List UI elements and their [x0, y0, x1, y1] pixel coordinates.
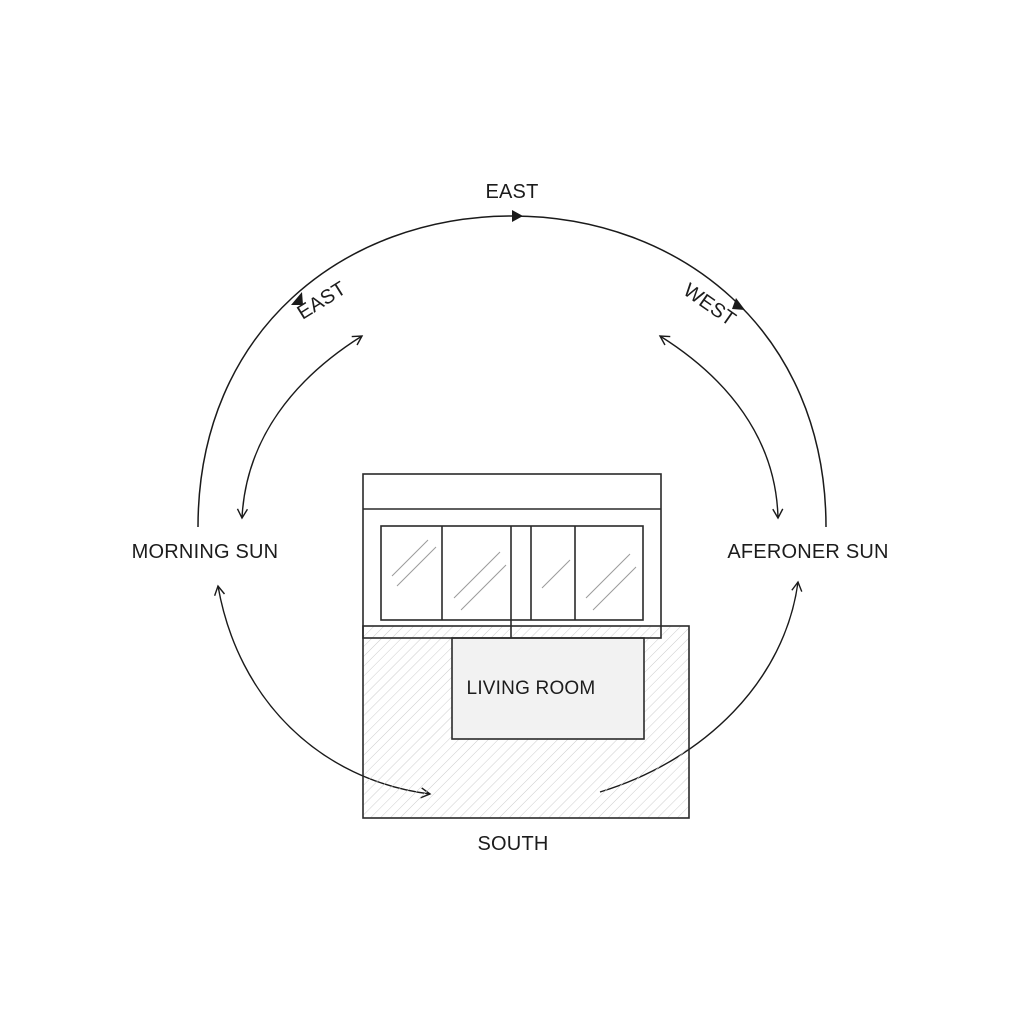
arc-direction-marker-right	[732, 298, 745, 310]
living-room-block	[451, 637, 645, 740]
label-west-right: WEST	[679, 279, 740, 331]
label-south: SOUTH	[478, 833, 549, 855]
label-east-left: EAST	[293, 278, 350, 325]
glass-reflections	[391, 539, 637, 611]
arc-direction-marker-top	[512, 210, 523, 222]
arc-direction-marker-left	[291, 292, 303, 305]
outer-sun-path-arc	[197, 215, 827, 528]
label-living-room: LIVING ROOM	[467, 678, 596, 699]
label-east-top: EAST	[485, 181, 538, 203]
upper-right-double-arrow-arc	[658, 335, 784, 520]
label-morning-sun: MORNING SUN	[132, 541, 279, 563]
window-frame	[380, 525, 644, 621]
building-outline	[362, 473, 662, 639]
upper-left-double-arrow-arc	[236, 335, 364, 520]
label-afternoon-sun: AFERONER SUN	[727, 541, 888, 563]
